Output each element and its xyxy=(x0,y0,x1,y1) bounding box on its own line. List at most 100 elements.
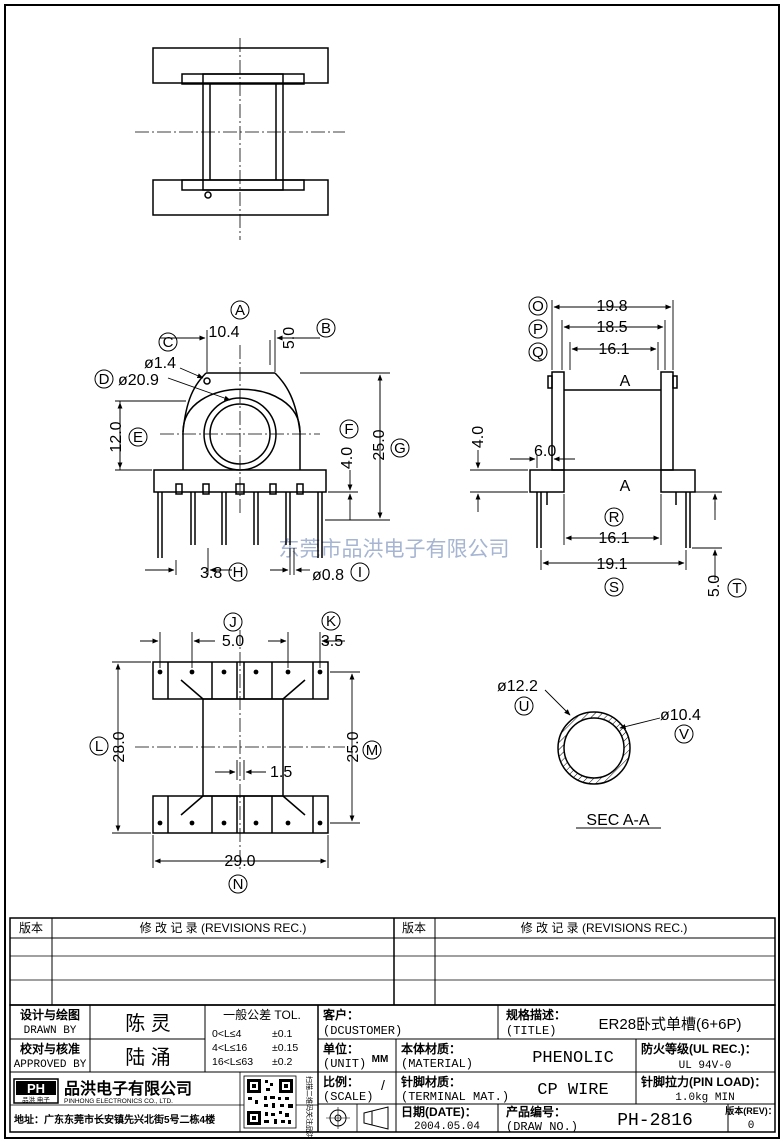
drawno-label-en: (DRAW NO.) xyxy=(506,1120,578,1134)
rev-label: 版本(REV)： xyxy=(724,1105,777,1116)
approved-label: 校对与核准 xyxy=(20,1041,80,1056)
callout-P: P xyxy=(533,321,543,338)
side-view-dim-texts: 19.8 18.5 16.1 A A 4.0 6.0 16.1 19.1 5.0 xyxy=(470,298,723,597)
callout-B: B xyxy=(321,320,331,337)
material-label: 本体材质： xyxy=(401,1041,461,1056)
front-view-callout-letters: A B C D E F G H I xyxy=(99,302,406,581)
title-label-en: (TITLE) xyxy=(506,1024,556,1038)
dim-28-0: 28.0 xyxy=(111,731,128,762)
date-value: 2004.05.04 xyxy=(414,1121,480,1133)
unit-label: 单位： xyxy=(323,1041,359,1056)
callout-O: O xyxy=(532,298,544,315)
drawno-label: 产品编号： xyxy=(506,1104,566,1119)
tolerance-title: 一般公差 TOL. xyxy=(223,1007,301,1022)
callout-G: G xyxy=(394,440,406,457)
customer-label: 客户： xyxy=(322,1007,359,1022)
scale-terminal-row: 比例： (SCALE) / 针脚材质： (TERMINAL MAT.) CP W… xyxy=(323,1074,766,1104)
unit-material-row: 单位： (UNIT) MM 本体材质： (MATERIAL) PHENOLIC … xyxy=(323,1041,757,1072)
front-view xyxy=(153,345,327,558)
qr-code-icon xyxy=(243,1075,297,1129)
logo-mark-sub: 品洪 电子 xyxy=(22,1095,50,1104)
callout-F: F xyxy=(344,421,353,438)
dim-phi-1-4: ø1.4 xyxy=(144,355,176,372)
tol-value-3: ±0.2 xyxy=(272,1056,293,1068)
callout-I: I xyxy=(358,564,362,581)
designed-by-name: 陈 灵 xyxy=(125,1012,171,1035)
drawno-value: PH-2816 xyxy=(617,1111,693,1131)
dim-phi-12-2: ø12.2 xyxy=(497,678,538,695)
sheet-border xyxy=(4,4,780,1139)
dim-phi-10-4: ø10.4 xyxy=(660,707,701,724)
dim-phi-20-9: ø20.9 xyxy=(118,372,159,389)
callout-L: L xyxy=(95,738,103,755)
tol-value-1: ±0.1 xyxy=(272,1028,293,1040)
section-mark-bottom: A xyxy=(620,478,631,495)
tol-range-3: 16<L≤63 xyxy=(212,1056,253,1068)
callout-R: R xyxy=(609,509,620,526)
unit-label-en: (UNIT) xyxy=(323,1057,366,1071)
terminal-label: 针脚材质： xyxy=(401,1074,461,1089)
bottom-view-callouts xyxy=(89,611,382,894)
rev-value: 0 xyxy=(748,1120,755,1132)
dim-1-5: 1.5 xyxy=(270,764,292,781)
dim-3-5: 3.5 xyxy=(321,633,343,650)
dim-5-0-bottom: 5.0 xyxy=(222,633,244,650)
qr-caption: 扫描二维码关注品洪 xyxy=(305,1076,314,1139)
side-view-callout-letters: O P Q R S T xyxy=(532,298,741,597)
callout-S: S xyxy=(609,579,619,596)
date-label: 日期(DATE)： xyxy=(401,1104,477,1119)
customer-value: (DCUSTOMER) xyxy=(323,1024,402,1038)
material-value: PHENOLIC xyxy=(532,1049,614,1068)
fire-label: 防火等级(UL REC.)： xyxy=(641,1041,757,1056)
dim-phi-0-8: ø0.8 xyxy=(312,567,344,584)
callout-K: K xyxy=(326,613,336,630)
callout-H: H xyxy=(233,564,244,581)
scale-label: 比例： xyxy=(323,1074,359,1089)
qr-caption-text: 扫描二维码关注品洪 xyxy=(305,1076,314,1139)
terminal-label-en: (TERMINAL MAT.) xyxy=(401,1090,509,1104)
section-title: SEC A-A xyxy=(586,812,649,829)
dim-10-4: 10.4 xyxy=(208,324,239,341)
approved-by-name: 陆 涌 xyxy=(125,1046,171,1069)
callout-V: V xyxy=(679,726,689,743)
title-label: 规格描述： xyxy=(506,1007,566,1022)
scale-value: / xyxy=(381,1077,385,1093)
dim-5-0: 5.0 xyxy=(281,327,298,349)
customer-title-row: 客户： (DCUSTOMER) 规格描述： (TITLE) ER28卧式单槽(6… xyxy=(322,1007,741,1038)
pinload-label: 针脚拉力(PIN LOAD)： xyxy=(641,1074,766,1089)
tol-range-1: 0<L≤4 xyxy=(212,1028,242,1040)
company-logo: PH 品洪 电子 xyxy=(13,1078,59,1104)
dim-4-0-side: 4.0 xyxy=(470,426,487,448)
dim-16-1-bottom: 16.1 xyxy=(598,530,629,547)
bottom-view-callout-letters: J K L M N xyxy=(95,613,378,893)
rev-col-version-1: 版本 xyxy=(19,921,43,935)
title-value: ER28卧式单槽(6+6P) xyxy=(599,1016,742,1033)
front-view-dim-texts: 10.4 5.0 ø1.4 ø20.9 12.0 25.0 4.0 3.8 ø0… xyxy=(108,324,388,584)
rev-col-version-2: 版本 xyxy=(402,921,426,935)
company-name: 品洪电子有限公司 xyxy=(64,1079,192,1098)
material-label-en: (MATERIAL) xyxy=(401,1057,473,1071)
dim-18-5: 18.5 xyxy=(596,319,627,336)
bottom-view xyxy=(135,630,345,870)
dim-3-8: 3.8 xyxy=(200,565,222,582)
designed-label: 设计与绘图 xyxy=(20,1007,80,1022)
rev-col-records-2: 修 改 记 录 (REVISIONS REC.) xyxy=(521,920,688,935)
scale-label-en: (SCALE) xyxy=(323,1090,373,1104)
section-view-texts: ø12.2 ø10.4 SEC A-A xyxy=(497,678,701,829)
company-address: 地址：广东东莞市长安镇先兴北街5号二栋4楼 xyxy=(14,1113,215,1126)
bottom-view-dim-texts: 5.0 3.5 28.0 25.0 1.5 29.0 xyxy=(111,633,362,870)
unit-value: MM xyxy=(372,1054,389,1065)
dim-19-8: 19.8 xyxy=(596,298,627,315)
dim-25-0-bottom: 25.0 xyxy=(345,731,362,762)
side-view-dimensions xyxy=(470,300,722,580)
callout-D: D xyxy=(99,371,110,388)
callout-A: A xyxy=(235,302,245,319)
side-view xyxy=(529,371,696,548)
revisions-header: 版本 修 改 记 录 (REVISIONS REC.) 版本 修 改 记 录 (… xyxy=(19,920,687,935)
callout-T: T xyxy=(732,580,741,597)
dim-6-0: 6.0 xyxy=(534,443,556,460)
callout-Q: Q xyxy=(532,344,544,361)
section-view xyxy=(544,689,661,829)
tolerance-block: 一般公差 TOL. 0<L≤4 ±0.1 4<L≤16 ±0.15 16<L≤6… xyxy=(212,1007,301,1068)
